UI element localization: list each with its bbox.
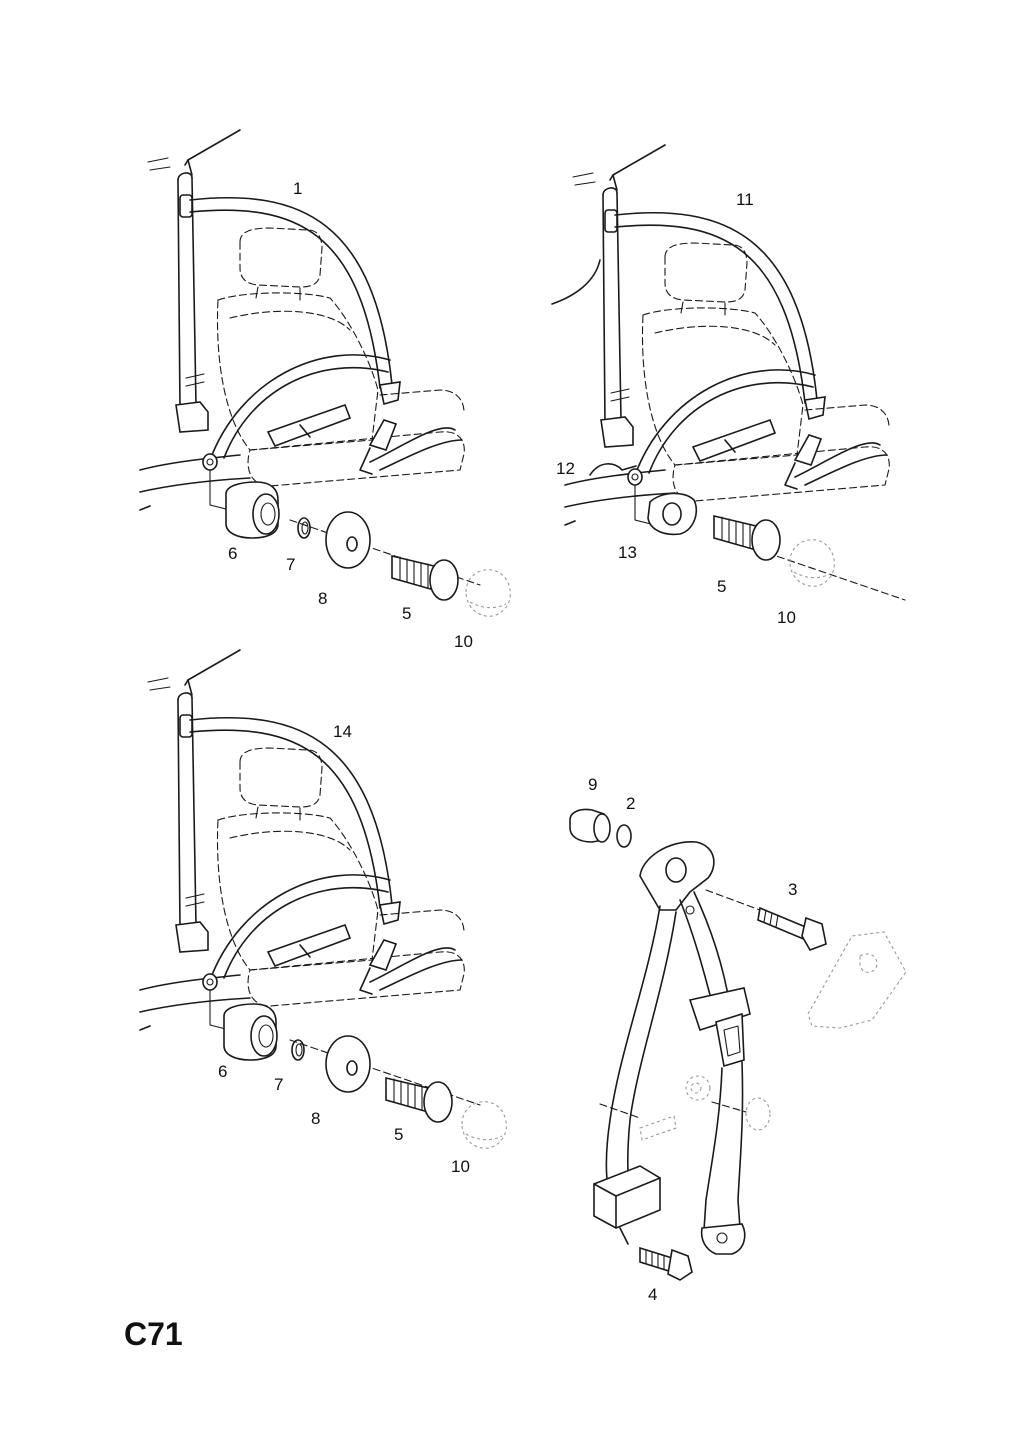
callout-6: 6	[228, 544, 238, 563]
callout-1: 1	[293, 179, 303, 198]
callout-8-c: 8	[311, 1109, 321, 1128]
callout-5: 5	[402, 604, 412, 623]
callout-8: 8	[318, 589, 328, 608]
callout-4: 4	[648, 1285, 658, 1304]
callout-14: 14	[333, 722, 352, 741]
callout-9: 9	[588, 775, 598, 794]
callout-10-c: 10	[451, 1157, 470, 1176]
callout-5-c: 5	[394, 1125, 404, 1144]
assembly-front-seat-belt-11	[551, 144, 906, 601]
callout-11: 11	[736, 190, 754, 209]
callout-7: 7	[286, 555, 296, 574]
rear-seat-belt-exploded	[569, 808, 907, 1281]
callout-3: 3	[788, 880, 798, 899]
callout-10-b: 10	[777, 608, 796, 627]
callout-2: 2	[626, 794, 636, 813]
callout-7-c: 7	[274, 1075, 284, 1094]
callout-6-c: 6	[218, 1062, 228, 1081]
callout-13: 13	[618, 543, 637, 562]
callout-5-b: 5	[717, 577, 727, 596]
page-code: C71	[124, 1316, 183, 1352]
callout-12: 12	[556, 459, 575, 478]
assembly-front-seat-belt-1	[139, 129, 511, 617]
assembly-front-seat-belt-14	[139, 649, 507, 1149]
callout-10: 10	[454, 632, 473, 651]
